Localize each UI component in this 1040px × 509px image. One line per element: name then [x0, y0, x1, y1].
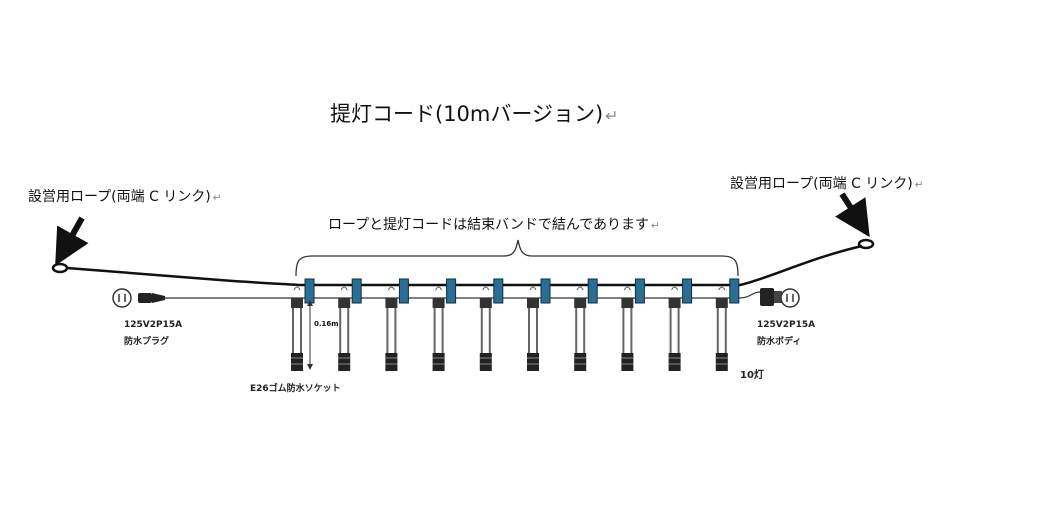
cable-tie-group — [304, 278, 740, 304]
socket-spacing-label: 0.16m — [314, 320, 339, 328]
rope-label-right: 設営用ロープ(両端 C リンク)↵ — [730, 176, 924, 192]
lamp-count-label: 10灯 — [740, 370, 764, 381]
plug-name: 防水プラグ — [124, 337, 170, 347]
socket — [338, 286, 351, 371]
c-link-left — [51, 262, 69, 274]
cable-tie — [398, 278, 409, 304]
cable-tie — [540, 278, 551, 304]
body-name: 防水ボディ — [757, 337, 802, 347]
socket-type-label: E26ゴム防水ソケット — [250, 384, 341, 394]
cable-tie — [634, 278, 645, 304]
cable-tie — [682, 278, 693, 304]
arrow-left — [55, 216, 89, 266]
rope — [66, 244, 863, 287]
c-link-right — [857, 238, 875, 250]
socket — [715, 286, 728, 371]
waterproof-body-connector — [739, 288, 800, 308]
cable-tie — [587, 278, 598, 304]
rope-label-left: 設営用ロープ(両端 C リンク)↵ — [28, 189, 222, 205]
socket-group — [291, 286, 728, 371]
socket — [432, 286, 445, 371]
socket — [291, 286, 303, 371]
socket — [621, 286, 634, 371]
plug-spec: 125V2P15A — [124, 320, 183, 330]
band-note: ロープと提灯コードは結束バンドで結んであります↵ — [328, 217, 660, 233]
waterproof-plug — [112, 288, 165, 308]
cable-tie — [351, 278, 362, 304]
cable-tie — [446, 278, 457, 304]
diagram-title: 提灯コード(10mバージョン)↵ — [330, 102, 619, 126]
cable-tie — [493, 278, 504, 304]
bound-section-brace — [295, 239, 739, 277]
spacing-dimension — [307, 300, 313, 370]
socket — [479, 286, 492, 371]
arrow-right — [835, 192, 870, 238]
socket — [527, 286, 539, 371]
cable-tie — [304, 278, 315, 304]
cable-tie — [729, 278, 740, 304]
socket — [574, 286, 587, 371]
body-spec: 125V2P15A — [757, 320, 816, 330]
socket — [668, 286, 681, 371]
socket — [385, 286, 398, 371]
